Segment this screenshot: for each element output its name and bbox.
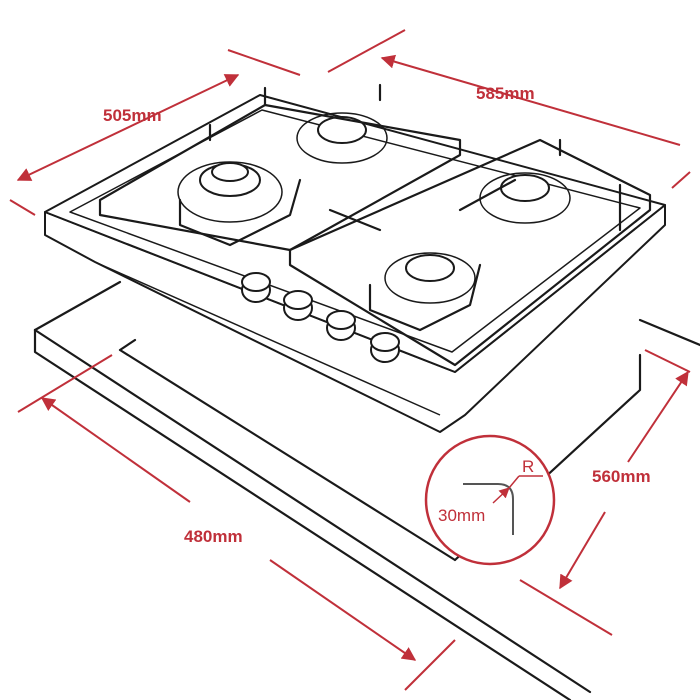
depth-label: 505mm [103,106,162,125]
knob [326,310,356,341]
width-label: 585mm [476,84,535,103]
burner-back [296,112,388,164]
dimension-depth: 505mm [9,49,301,216]
burner-front-right [384,252,476,304]
radius-label: R [522,457,534,476]
knob [370,332,400,363]
dimension-cutout-depth: 560mm [519,349,691,636]
dimension-width: 585mm [327,29,691,189]
corner-radius-detail: R 30mm [424,434,556,566]
hob [44,83,666,433]
knob [241,272,271,303]
dimension-cutout-width: 480mm [17,354,456,691]
radius-value: 30mm [438,506,485,525]
knob [283,290,313,321]
cutout-depth-label: 560mm [592,467,651,486]
cutout-width-label: 480mm [184,527,243,546]
control-knobs [241,272,400,363]
